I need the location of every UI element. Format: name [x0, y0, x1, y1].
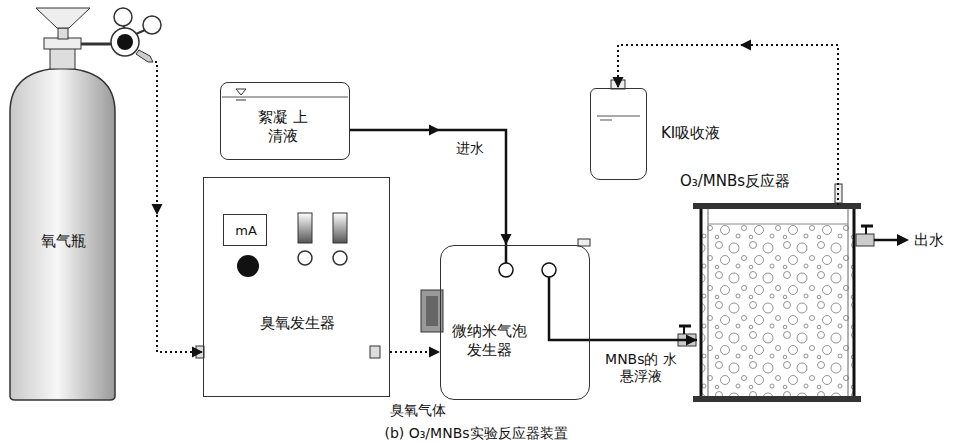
reactor-vessel — [678, 184, 909, 402]
generator-controls-part — [298, 251, 312, 265]
arrowhead — [740, 40, 751, 51]
node-label: 氧气瓶 — [41, 232, 86, 251]
tank-water-line — [222, 89, 348, 100]
bubble-generator-parts-part — [426, 296, 438, 326]
water-line — [590, 335, 697, 346]
arrowhead — [501, 234, 512, 245]
reactor-vessel-part — [856, 234, 874, 246]
water-line — [350, 125, 512, 246]
ki-bottle-parts-part — [600, 120, 612, 121]
generator-controls-part — [298, 213, 312, 243]
node-label: 微纳米气泡 发生器 — [447, 322, 531, 360]
bubble-generator-parts-part — [549, 277, 590, 340]
connector-line — [618, 45, 838, 205]
generator-controls-part — [333, 213, 347, 243]
pressure-regulator — [111, 8, 161, 62]
pressure-regulator-part — [123, 26, 125, 28]
reactor-vessel-part — [708, 209, 709, 396]
ki-bottle-parts-part — [597, 116, 640, 117]
oxygen-cylinder — [10, 8, 115, 400]
node-label: KI吸收液 — [661, 124, 720, 143]
oxygen-cylinder-part — [36, 8, 90, 28]
oxygen-cylinder-part — [44, 38, 81, 49]
reactor-vessel-part — [693, 396, 861, 402]
reactor-vessel-part — [848, 209, 849, 396]
pressure-regulator-part — [117, 34, 133, 50]
pressure-regulator-part — [136, 30, 145, 34]
oxygen-cylinder-part — [50, 48, 75, 69]
reactor-vessel-part — [679, 325, 691, 328]
oxygen-cylinder-part — [81, 43, 112, 46]
edge-label: 臭氧气体 — [388, 402, 448, 420]
pressure-regulator-part — [111, 28, 139, 56]
node-label: mA — [235, 223, 257, 239]
figure-caption: (b) O₃/MNBs实验反应器装置 — [384, 425, 567, 442]
gas-line — [152, 62, 204, 358]
pressure-regulator-part — [114, 8, 132, 26]
generator-controls — [196, 213, 380, 358]
bubble-generator-box: 微纳米气泡 发生器 — [440, 245, 590, 400]
reactor-vessel-part — [853, 209, 856, 396]
arrowhead — [429, 125, 440, 136]
bubble-generator-parts-part — [542, 263, 556, 277]
meter-box: mA — [223, 214, 267, 246]
connector-line — [590, 339, 697, 342]
reactor-vessel-part — [861, 225, 873, 228]
generator-box: 臭氧发生器 mA — [203, 177, 390, 397]
connector-line — [350, 130, 506, 245]
oxygen-cylinder-part — [10, 68, 115, 400]
outlet-label: 出水 — [914, 231, 944, 250]
arrowhead — [429, 347, 440, 358]
bubble-generator-parts-part — [499, 263, 513, 277]
arrowhead — [192, 347, 203, 358]
generator-controls-part — [333, 251, 347, 265]
arrowhead — [686, 335, 697, 346]
pressure-regulator-part — [143, 16, 161, 34]
tank-water-line-part — [236, 89, 246, 95]
pressure-regulator-part — [136, 50, 153, 62]
reactor-vessel-part — [693, 203, 861, 209]
generator-controls-part — [370, 346, 380, 358]
ki-bottle: KI吸收液 — [590, 88, 647, 180]
reactor-vessel-part — [700, 209, 703, 396]
generator-controls-part — [237, 255, 259, 277]
tank-box: 絮凝 上清液 — [220, 82, 350, 160]
arrowhead — [613, 77, 624, 88]
gas-line — [390, 347, 440, 358]
reactor-vessel-part — [897, 234, 909, 246]
reactor-vessel-part — [874, 239, 900, 242]
edge-label: 进水 — [454, 140, 486, 158]
node-label: 臭氧发生器 — [260, 314, 335, 333]
connector-line — [155, 62, 203, 352]
node-label: O₃/MNBs反应器 — [680, 172, 790, 191]
oxygen-cylinder-part — [58, 28, 68, 39]
cylinder-node: 氧气瓶 — [5, 5, 155, 402]
reactor-vessel-part — [708, 224, 848, 225]
node-label: 絮凝 上清液 — [252, 108, 314, 146]
edge-label: MNBs的 水悬浮液 — [603, 351, 679, 386]
tank-water-line-part — [236, 100, 246, 101]
reactor-vessel-part — [702, 224, 853, 396]
reactor-node: O₃/MNBs反应器 — [697, 205, 857, 400]
tank-water-line-part — [222, 97, 348, 98]
bubble-generator-parts-part — [505, 246, 508, 263]
arrowhead — [152, 204, 163, 215]
